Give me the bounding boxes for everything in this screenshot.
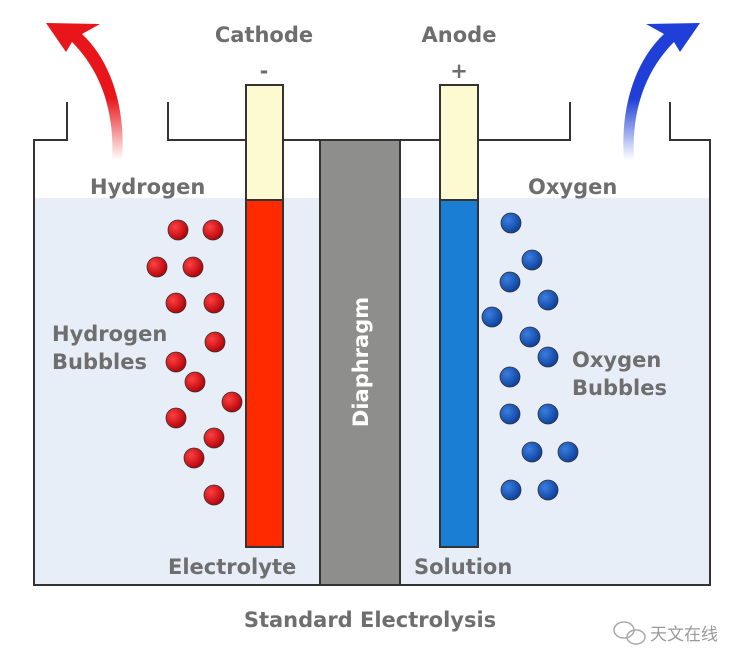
oxygen-bubbles — [481, 212, 579, 501]
bubble — [182, 256, 204, 278]
anode-sign: + — [450, 59, 468, 83]
bubble — [203, 292, 225, 314]
bubble — [202, 219, 224, 241]
cathode-electrode — [245, 84, 284, 548]
bubble — [537, 346, 559, 368]
oxygen-bubbles-label-2: Bubbles — [572, 376, 667, 400]
wechat-icon — [613, 621, 646, 645]
cathode-label: Cathode — [215, 23, 313, 47]
bubble — [499, 403, 521, 425]
caption: Standard Electrolysis — [244, 608, 496, 632]
oxygen-arrow-icon — [623, 23, 700, 160]
bubble — [499, 366, 521, 388]
bubble — [500, 479, 522, 501]
bubble — [165, 407, 187, 429]
bubble — [519, 326, 541, 348]
anode-electrode — [439, 84, 479, 548]
electrolyte-label: Electrolyte — [168, 555, 296, 579]
bubble — [165, 351, 187, 373]
anode-label: Anode — [422, 23, 497, 47]
bubble — [537, 289, 559, 311]
diaphragm-label: Diaphragm — [349, 297, 373, 427]
oxygen-label: Oxygen — [528, 175, 617, 199]
hydrogen-label: Hydrogen — [90, 175, 205, 199]
bubble — [221, 391, 243, 413]
watermark: 天文在线 — [613, 621, 718, 645]
bubble — [499, 271, 521, 293]
bubble — [537, 479, 559, 501]
bubble — [184, 371, 206, 393]
bubble — [203, 484, 225, 506]
bubble — [500, 212, 522, 234]
watermark-text: 天文在线 — [650, 625, 718, 645]
bubble — [557, 441, 579, 463]
bubble — [146, 256, 168, 278]
bubble — [521, 249, 543, 271]
bubble — [203, 427, 225, 449]
bubble — [167, 219, 189, 241]
hydrogen-arrow-icon — [46, 23, 123, 160]
bubble — [165, 292, 187, 314]
bubble — [537, 403, 559, 425]
hydrogen-bubbles-label-1: Hydrogen — [52, 322, 167, 346]
cathode-sign: - — [260, 59, 269, 83]
hydrogen-bubbles — [146, 219, 243, 506]
hydrogen-bubbles-label-2: Bubbles — [52, 350, 147, 374]
bubble — [204, 331, 226, 353]
bubble — [183, 447, 205, 469]
oxygen-bubbles-label-1: Oxygen — [572, 348, 661, 372]
diaphragm — [319, 139, 401, 586]
bubble — [481, 306, 503, 328]
bubble — [521, 441, 543, 463]
solution-label: Solution — [414, 555, 512, 579]
